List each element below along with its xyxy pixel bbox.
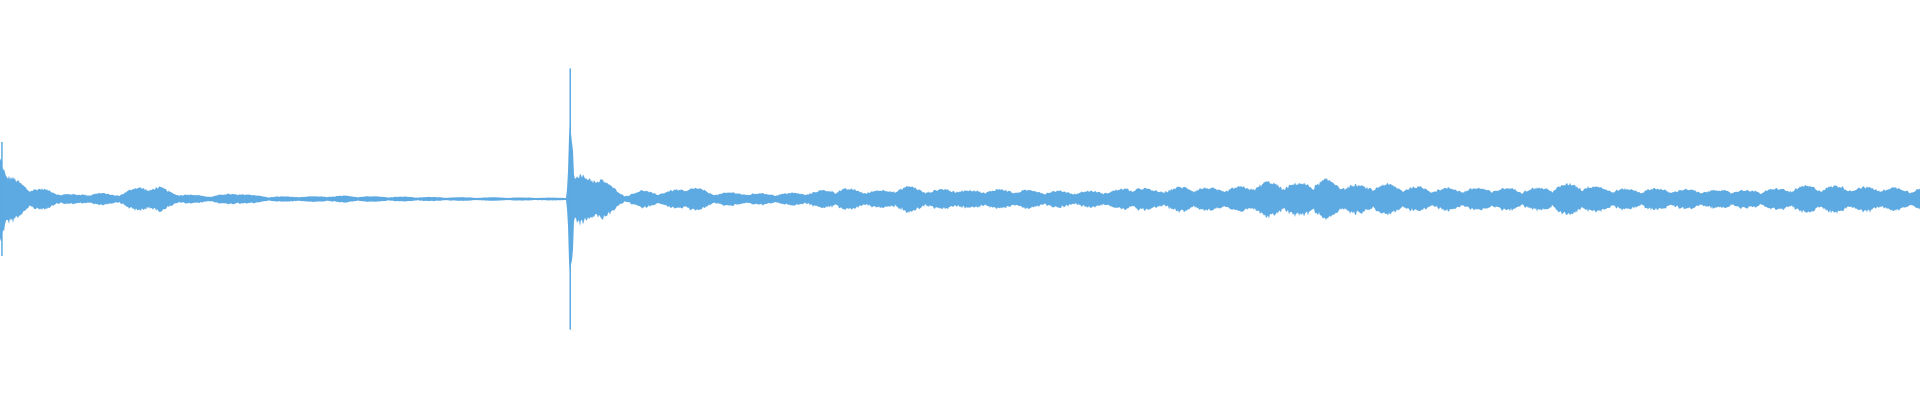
waveform-body: [0, 111, 1920, 284]
waveform-transients: [1, 68, 571, 330]
